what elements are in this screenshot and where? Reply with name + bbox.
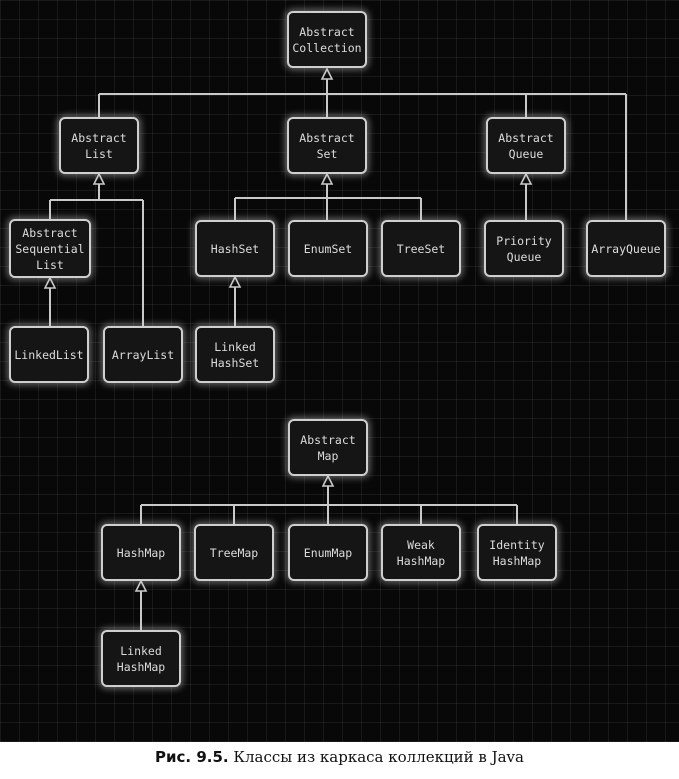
node-hash-set: HashSet: [195, 220, 275, 277]
inheritance-line: [49, 183, 144, 326]
node-identity-hash-map: Identity HashMap: [477, 524, 557, 581]
node-abstract-collection: Abstract Collection: [287, 11, 367, 68]
node-abstract-queue: Abstract Queue: [486, 117, 566, 174]
node-label: ArrayQueue: [591, 241, 661, 256]
node-linked-hash-set: Linked HashSet: [195, 326, 275, 383]
node-abstract-map: Abstract Map: [288, 419, 368, 476]
node-label: TreeMap: [209, 545, 259, 560]
node-label: Linked HashSet: [210, 339, 260, 370]
inheritance-arrowhead: [228, 275, 242, 288]
figure-caption-text: Классы из каркаса коллекций в Java: [233, 748, 524, 766]
inheritance-line: [234, 183, 422, 220]
inheritance-arrowhead: [43, 276, 57, 289]
node-label: Abstract Queue: [498, 130, 554, 161]
inheritance-arrowhead: [134, 579, 148, 592]
inheritance-arrowhead: [519, 172, 533, 185]
node-label: Abstract Set: [299, 130, 355, 161]
figure-caption: Рис. 9.5. Классы из каркаса коллекций в …: [0, 748, 679, 766]
inheritance-line: [140, 505, 518, 524]
inheritance-arrowhead: [92, 172, 106, 185]
node-abstract-list: Abstract List: [59, 117, 139, 174]
node-label: Weak HashMap: [396, 537, 446, 568]
inheritance-line: [141, 486, 517, 506]
node-label: EnumSet: [303, 241, 353, 256]
node-label: ArrayList: [111, 347, 175, 362]
node-array-list: ArrayList: [103, 326, 183, 383]
node-label: Identity HashMap: [489, 537, 545, 568]
node-label: Abstract List: [71, 130, 127, 161]
node-label: HashSet: [210, 241, 260, 256]
node-abstract-sequential-list: Abstract Sequential List: [9, 219, 91, 278]
node-tree-set: TreeSet: [381, 220, 461, 277]
node-linked-hash-map: Linked HashMap: [101, 630, 181, 687]
figure-number: Рис. 9.5.: [155, 748, 229, 766]
node-label: TreeSet: [396, 241, 446, 256]
node-abstract-set: Abstract Set: [287, 117, 367, 174]
node-hash-map: HashMap: [101, 524, 181, 581]
node-weak-hash-map: Weak HashMap: [381, 524, 461, 581]
node-label: Abstract Collection: [292, 24, 362, 55]
node-label: HashMap: [116, 545, 166, 560]
node-label: LinkedList: [14, 347, 84, 362]
inheritance-arrowhead: [320, 67, 334, 80]
node-priority-queue: Priority Queue: [484, 220, 564, 277]
node-label: EnumMap: [303, 545, 353, 560]
node-array-queue: ArrayQueue: [586, 220, 666, 277]
node-enum-map: EnumMap: [288, 524, 368, 581]
class-hierarchy-diagram: Abstract Collection Abstract List Abstra…: [0, 0, 679, 742]
inheritance-arrowhead: [321, 474, 335, 487]
node-linked-list: LinkedList: [9, 326, 89, 383]
node-label: Abstract Sequential List: [15, 225, 85, 272]
inheritance-line: [98, 94, 627, 220]
node-label: Linked HashMap: [116, 643, 166, 674]
node-label: Abstract Map: [300, 432, 356, 463]
inheritance-arrowhead: [320, 172, 334, 185]
connector-layer: [43, 67, 627, 630]
node-label: Priority Queue: [496, 233, 552, 264]
node-tree-map: TreeMap: [194, 524, 274, 581]
node-enum-set: EnumSet: [288, 220, 368, 277]
